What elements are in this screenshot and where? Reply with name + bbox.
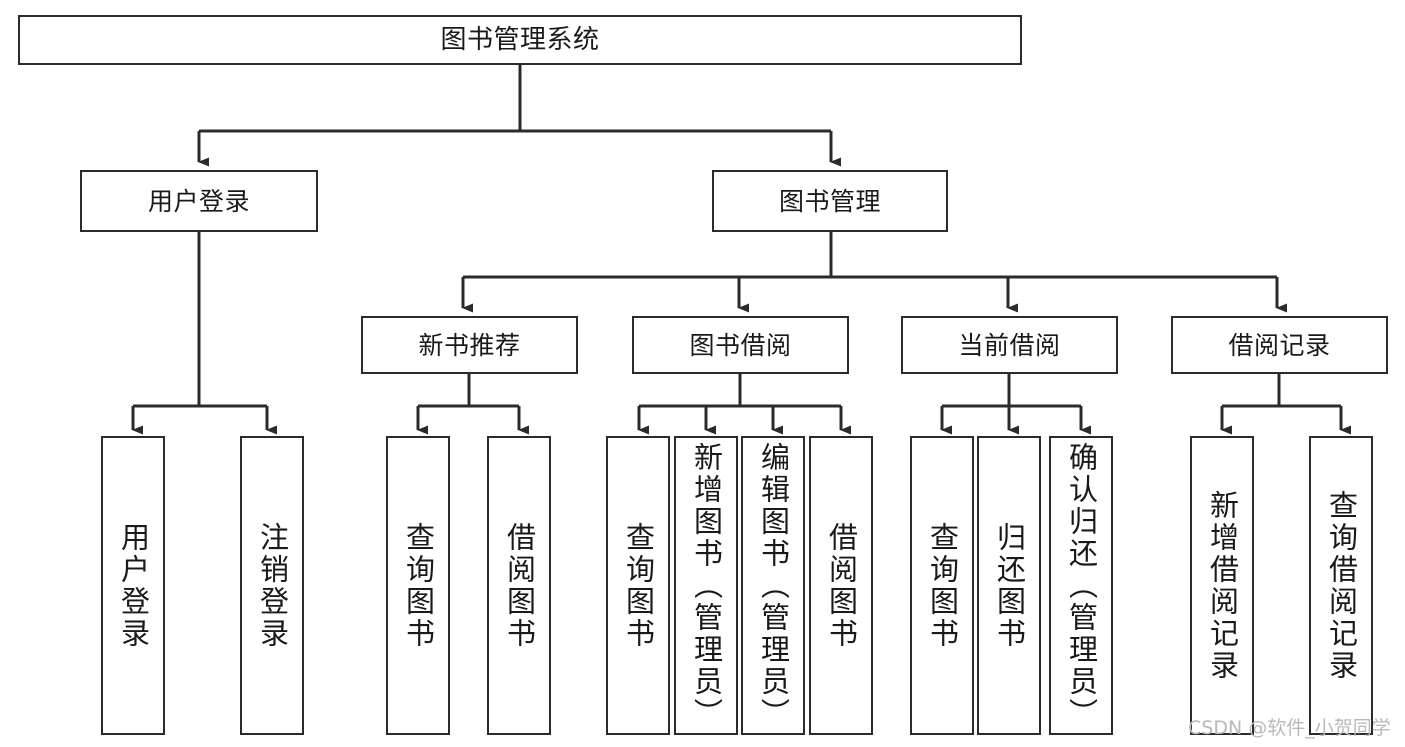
node-leaf-borrow-book-1[interactable]: 借阅图书 [487,436,551,735]
node-label: 借阅记录 [1228,330,1331,360]
node-label: 图书管理系统 [440,25,600,55]
node-current-borrow[interactable]: 当前借阅 [901,316,1118,374]
node-label: 借阅图书 [824,521,859,650]
node-leaf-borrow-book-2[interactable]: 借阅图书 [809,436,873,735]
node-user-login[interactable]: 用户登录 [80,170,318,232]
node-label: 用户登录 [116,521,151,650]
node-leaf-logout-login[interactable]: 注销登录 [240,436,304,735]
node-label: 查询图书 [925,521,960,650]
node-label: 当前借阅 [958,330,1061,360]
node-label: 查询图书 [401,521,436,650]
csdn-watermark: CSDN @软件_小贺同学 [1188,717,1391,739]
node-label: 新增借阅记录 [1205,489,1240,682]
node-leaf-query-book-2[interactable]: 查询图书 [606,436,670,735]
node-label: 图书借阅 [689,330,792,360]
node-label: 借阅图书 [502,521,537,650]
node-leaf-edit-book[interactable]: 编辑图书（管理员） [741,436,805,735]
node-leaf-query-book-1[interactable]: 查询图书 [386,436,450,735]
node-label: 注销登录 [255,521,290,650]
node-leaf-add-book[interactable]: 新增图书（管理员） [674,436,738,735]
node-new-book-recommend[interactable]: 新书推荐 [361,316,578,374]
node-label: 确认归还（管理员） [1064,442,1099,730]
node-label: 查询图书 [621,521,656,650]
node-root-system[interactable]: 图书管理系统 [18,15,1022,65]
node-label: 用户登录 [147,186,250,216]
node-leaf-user-login[interactable]: 用户登录 [101,436,165,735]
node-label: 新书推荐 [418,330,521,360]
node-label: 图书管理 [778,186,881,216]
node-leaf-return-book[interactable]: 归还图书 [977,436,1041,735]
node-book-manage[interactable]: 图书管理 [712,170,948,232]
node-label: 编辑图书（管理员） [756,442,791,730]
node-label: 新增图书（管理员） [689,442,724,730]
node-label: 归还图书 [992,521,1027,650]
node-leaf-query-book-3[interactable]: 查询图书 [910,436,974,735]
node-leaf-confirm-return[interactable]: 确认归还（管理员） [1049,436,1113,735]
node-leaf-add-record[interactable]: 新增借阅记录 [1190,436,1254,735]
node-label: 查询借阅记录 [1324,489,1359,682]
node-borrow-record[interactable]: 借阅记录 [1171,316,1388,374]
node-book-borrow[interactable]: 图书借阅 [632,316,849,374]
node-leaf-query-record[interactable]: 查询借阅记录 [1309,436,1373,735]
